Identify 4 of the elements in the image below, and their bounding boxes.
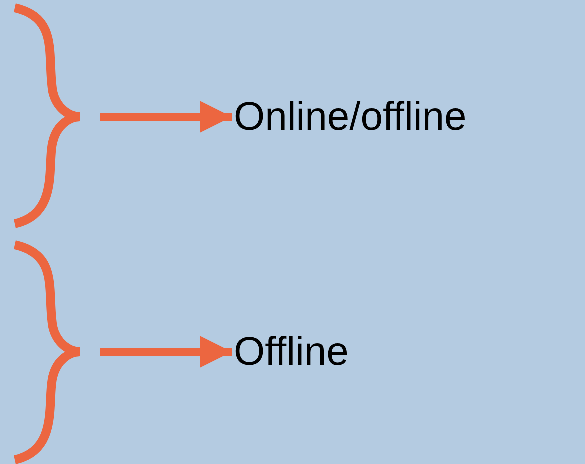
arrow — [100, 101, 232, 133]
output-label: Offline — [234, 329, 349, 375]
output-label: Online/offline — [234, 94, 467, 140]
arrow — [100, 336, 232, 368]
